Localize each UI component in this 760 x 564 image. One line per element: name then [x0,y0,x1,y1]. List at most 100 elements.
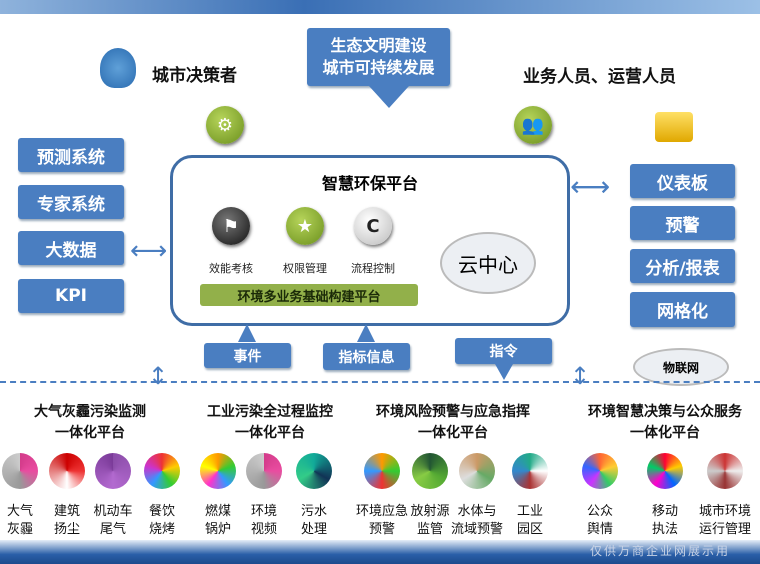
up-arrow-icon [357,324,375,342]
sensor-label-line: 环境应急 [355,504,408,519]
flow-command: 指令 [455,338,552,364]
sensor-label-line: 工业 [516,504,543,519]
right-output-grid[interactable]: 网格化 [630,292,735,327]
base-platform-bar: 环境多业务基础构建平台 [200,284,418,306]
sensor-label-line: 餐饮 [148,504,175,519]
double-arrow-left-icon: ⟷ [130,236,168,266]
left-system-forecast[interactable]: 预测系统 [18,138,124,172]
right-output-dashboard[interactable]: 仪表板 [630,164,735,198]
flow-event: 事件 [204,343,291,368]
performance-icon: ⚑ [212,207,250,245]
sensor-label-line: 机动车 [93,504,133,519]
vertical-double-arrow-icon: ↕ [570,362,591,390]
sensor-icon [707,453,743,489]
section-title: 工业污染全过程监控一体化平台 [185,402,355,444]
sensor-icon [200,453,236,489]
brain-icon [100,48,136,88]
sensor-label-line: 放射源 [410,504,450,519]
left-system-kpi[interactable]: KPI [18,279,124,313]
section-title-line: 一体化平台 [630,425,700,441]
sensor-icon [459,453,495,489]
module-label: 效能考核 [209,262,253,275]
sensor-label-line: 视频 [250,522,277,537]
sensor-icon [246,453,282,489]
double-arrow-right-icon: ⟷ [570,170,611,203]
sensor-label: 机动车尾气 [86,503,140,539]
sensor-label: 污水处理 [287,503,341,539]
sensor-label-line: 烧烤 [148,522,175,537]
sensor-icon [364,453,400,489]
sensor-label-line: 大气 [6,504,33,519]
sensor-label-line: 处理 [300,522,327,537]
sensor-label: 工业园区 [503,503,557,539]
left-system-bigdata[interactable]: 大数据 [18,231,124,265]
module-label: 权限管理 [283,262,327,275]
banner-line-2: 城市可持续发展 [322,58,435,77]
sensor-label-line: 执法 [651,522,678,537]
sensor-label: 建筑扬尘 [40,503,94,539]
section-title-line: 一体化平台 [55,425,125,441]
sensor-label-line: 灰霾 [6,522,33,537]
sensor-label: 大气灰霾 [0,503,47,539]
sensor-label-line: 水体与 [457,504,497,519]
sensor-label-line: 监管 [416,522,443,537]
section-title-line: 环境智慧决策与公众服务 [588,404,742,420]
watermark: 仅供万商企业网展示用 [590,544,731,558]
sensor-label: 水体与流域预警 [450,503,504,539]
sensor-icon [144,453,180,489]
down-arrow-icon [369,86,409,108]
sensor-label-line: 尾气 [99,522,126,537]
section-title-line: 大气灰霾污染监测 [34,404,146,420]
section-title: 环境智慧决策与公众服务一体化平台 [570,402,760,444]
operators-label: 业务人员、运营人员 [523,67,676,87]
sensor-icon [2,453,38,489]
sensor-icon [49,453,85,489]
sensor-icon [95,453,131,489]
divider-dashed [0,381,760,383]
bottom-band [0,540,760,564]
sensor-label-line: 公众 [586,504,613,519]
users-icon: 👥 [514,106,552,144]
coins-icon [655,112,693,142]
section-title-line: 工业污染全过程监控 [207,404,333,420]
gear-icon: ⚙ [206,106,244,144]
decision-maker-label: 城市决策者 [152,66,237,86]
left-system-expert[interactable]: 专家系统 [18,185,124,219]
down-arrow-icon [495,364,513,380]
sensor-label-line: 移动 [651,504,678,519]
top-band [0,0,760,14]
sensor-label-line: 锅炉 [204,522,231,537]
sensor-label-line: 舆情 [586,522,613,537]
right-output-report[interactable]: 分析/报表 [630,249,735,283]
sensor-label-line: 园区 [516,522,543,537]
sensor-icon [647,453,683,489]
sensor-label-line: 流域预警 [450,522,503,537]
sensor-label: 放射源监管 [403,503,457,539]
module-label: 流程控制 [351,262,395,275]
star-icon: ★ [286,207,324,245]
sensor-label-line: 运行管理 [698,522,751,537]
sensor-label: 燃煤锅炉 [191,503,245,539]
cloud-center: 云中心 [440,232,536,294]
up-arrow-icon [238,324,256,342]
section-title-line: 一体化平台 [418,425,488,441]
flow-indicator: 指标信息 [323,343,410,370]
vertical-double-arrow-icon: ↕ [148,362,169,390]
sensor-label-line: 环境 [250,504,277,519]
sensor-label: 餐饮烧烤 [135,503,189,539]
platform-title: 智慧环保平台 [321,174,418,193]
sensor-icon [412,453,448,489]
section-title: 大气灰霾污染监测一体化平台 [10,402,170,444]
sensor-icon [512,453,548,489]
banner-line-1: 生态文明建设 [330,36,427,55]
sensor-label-line: 城市环境 [698,504,751,519]
sensor-label: 移动执法 [638,503,692,539]
section-title: 环境风险预警与应急指挥一体化平台 [358,402,548,444]
sensor-label: 环境应急预警 [355,503,409,539]
sensor-icon [582,453,618,489]
sensor-label: 环境视频 [237,503,291,539]
iot-cloud: 物联网 [633,348,729,386]
sensor-label-line: 污水 [300,504,327,519]
right-output-alert[interactable]: 预警 [630,206,735,240]
sensor-label-line: 建筑 [53,504,80,519]
